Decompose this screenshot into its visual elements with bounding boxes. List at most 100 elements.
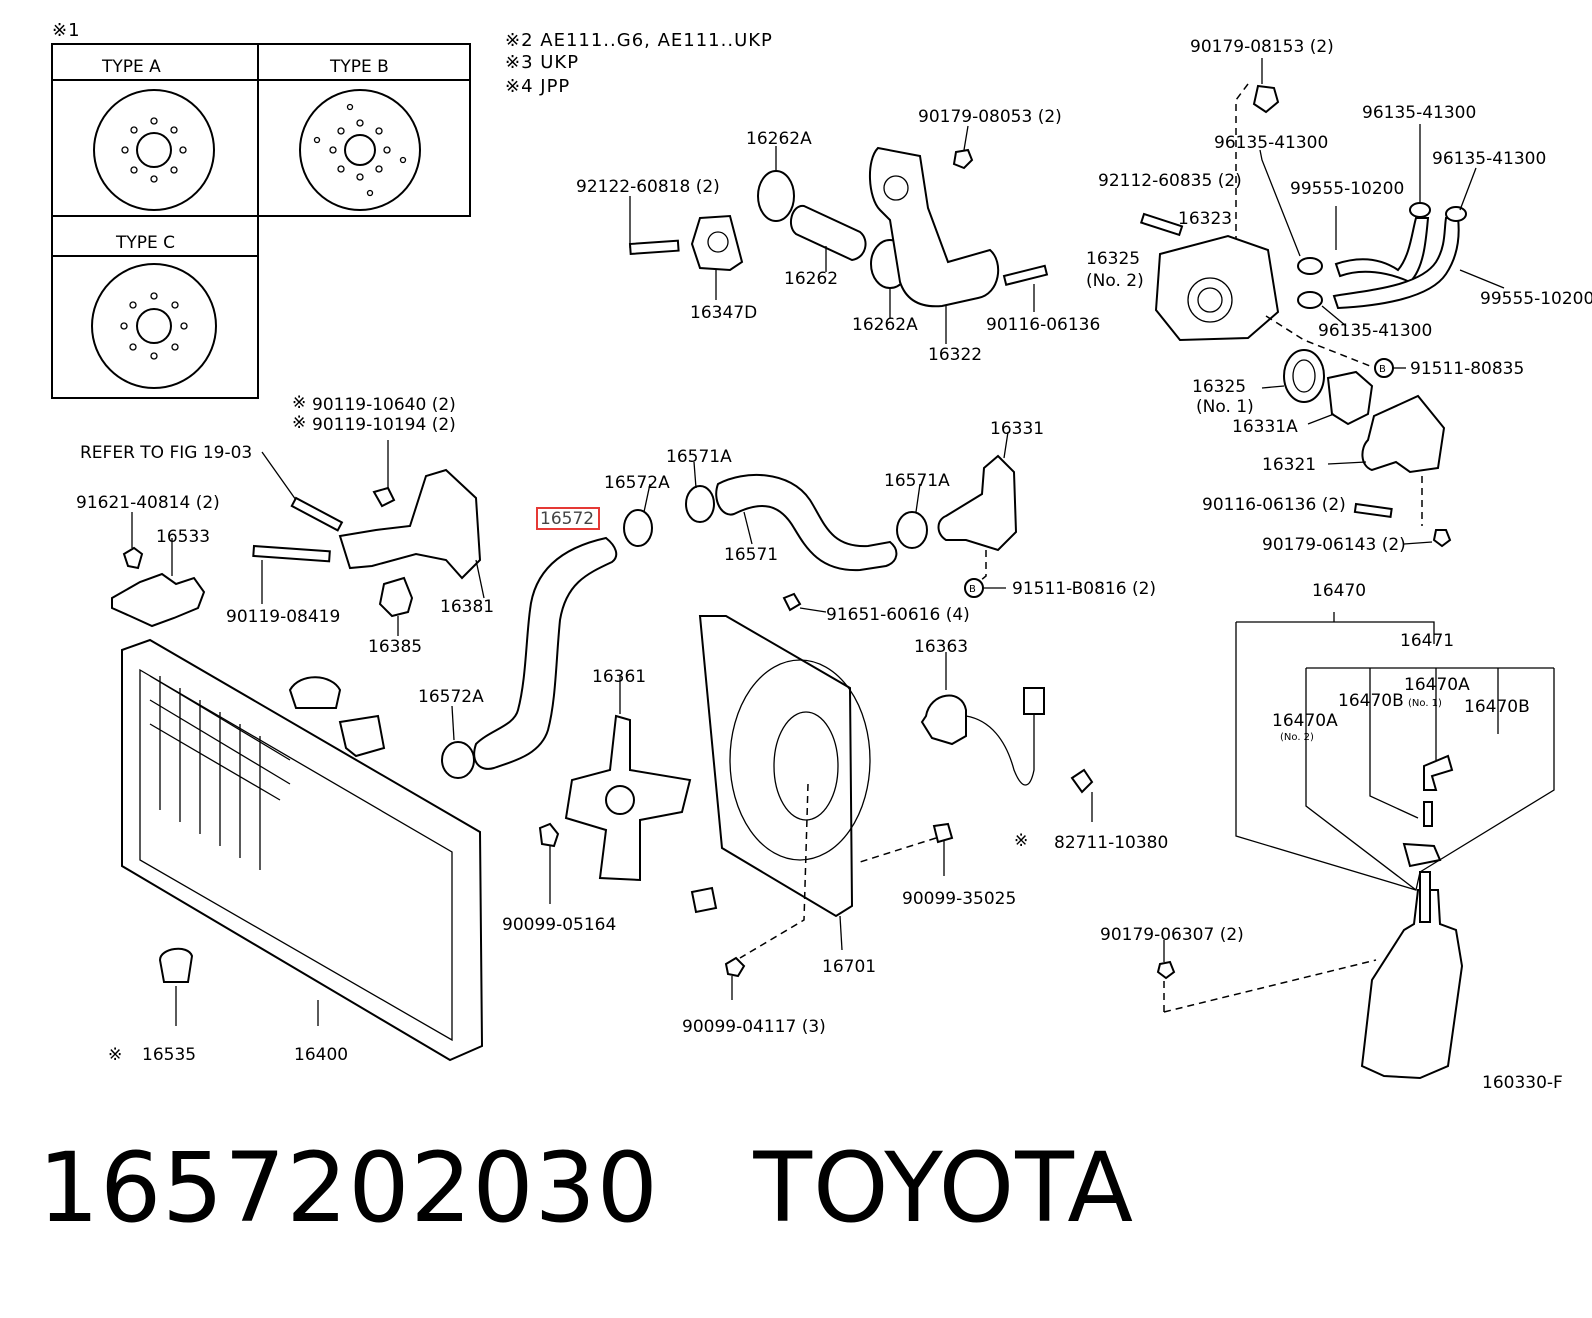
label-90119-10640: 90119-10640 (2) <box>312 395 456 415</box>
label-90179-06307: 90179-06307 (2) <box>1100 925 1244 945</box>
note-star2: ※2 AE111..G6, AE111..UKP <box>505 30 773 51</box>
label-16571A-b: 16571A <box>884 471 950 491</box>
label-refer: REFER TO FIG 19-03 <box>80 443 252 463</box>
label-91651-60616: 91651-60616 (4) <box>826 605 970 625</box>
type-table: ※1 TYPE A TYPE B TYPE C <box>51 20 471 399</box>
label-16331A: 16331A <box>1232 417 1298 437</box>
label-90179-08153: 90179-08153 (2) <box>1190 37 1334 57</box>
label-16400: 16400 <box>294 1045 348 1065</box>
label-16471: 16471 <box>1400 631 1454 651</box>
label-90116-06136-b: 90116-06136 (2) <box>1202 495 1346 515</box>
clip-82711 <box>1070 768 1094 794</box>
label-16262A-bottom: 16262A <box>852 315 918 335</box>
label-16347D: 16347D <box>690 303 757 323</box>
label-16361: 16361 <box>592 667 646 687</box>
clamp-96135-b <box>1297 291 1323 309</box>
wheel-type-c <box>91 263 217 389</box>
caption-part-number: 1657202030 <box>38 1132 659 1244</box>
nut-90099-05164 <box>538 822 560 848</box>
shroud-16701 <box>698 615 854 918</box>
label-16533: 16533 <box>156 527 210 547</box>
label-16325-no2-sub: (No. 2) <box>1086 271 1144 291</box>
label-16321: 16321 <box>1262 455 1316 475</box>
label-90099-35025: 90099-35025 <box>902 889 1016 909</box>
label-16470A-2: 16470A <box>1272 711 1338 731</box>
label-16571A-a: 16571A <box>666 447 732 467</box>
bolt-90119-10640 <box>372 486 396 508</box>
b-mark-2 <box>964 578 984 598</box>
fan-assembly <box>538 592 1094 1000</box>
gasket-16347D <box>690 214 744 272</box>
hose-16262 <box>789 204 867 262</box>
motor-16363 <box>920 694 967 746</box>
label-96135-41300-c: 96135-41300 <box>1432 149 1546 169</box>
outlet-16321 <box>1361 394 1446 474</box>
clamp-16572A-b <box>441 741 475 779</box>
bolt-91621 <box>122 546 144 570</box>
radiator-cap <box>288 676 342 709</box>
caption-brand: TOYOTA <box>753 1132 1135 1244</box>
clamp-16571A-b <box>896 511 928 549</box>
outlet-assembly: B <box>1139 58 1505 548</box>
label-16381: 16381 <box>440 597 494 617</box>
label-16572: 16572 <box>540 509 594 529</box>
label-16325-no2: 16325 <box>1086 249 1140 269</box>
label-16325-no1: 16325 <box>1192 377 1246 397</box>
stud-92122 <box>628 239 680 256</box>
clamp-96135-d <box>1445 206 1467 222</box>
label-91511-B0816: 91511-B0816 (2) <box>1012 579 1156 599</box>
part-labels: 90179-08153 (2) 96135-41300 90179-08053 … <box>76 37 1592 1093</box>
figure-code: 160330-F <box>1482 1073 1563 1093</box>
label-96135-41300-b: 96135-41300 <box>1214 133 1328 153</box>
cap-16471 <box>1402 842 1442 868</box>
label-star2: ※ <box>1014 831 1028 851</box>
radiator-hoses: B <box>441 431 1018 779</box>
nut-90179-08153 <box>1252 84 1280 114</box>
label-91511-80835: 91511-80835 <box>1410 359 1524 379</box>
label-16470A-no1: (No. 1) <box>1408 698 1442 709</box>
label-99555-10200-b: 99555-10200 <box>1480 289 1592 309</box>
label-90116-06136-a: 90116-06136 <box>986 315 1100 335</box>
clip-90179-06307 <box>1156 960 1176 980</box>
label-16470B-a: 16470B <box>1338 691 1404 711</box>
screw-91651 <box>782 592 802 612</box>
label-16385: 16385 <box>368 637 422 657</box>
note-star3: ※3 UKP <box>505 52 579 73</box>
hose-16572 <box>473 536 618 770</box>
wheel-type-a <box>93 89 215 211</box>
svg-text:B: B <box>969 584 976 595</box>
note-star1: ※1 <box>52 20 81 41</box>
stud-90116-06136 <box>1002 264 1049 286</box>
label-16470B-b: 16470B <box>1464 697 1530 717</box>
label-90179-08053: 90179-08053 (2) <box>918 107 1062 127</box>
gasket-16325-no1 <box>1283 349 1325 403</box>
label-16262A-top: 16262A <box>746 129 812 149</box>
clamp-96135-a <box>1297 257 1323 275</box>
connector-fan <box>690 886 718 914</box>
label-star1: ※ <box>108 1045 122 1065</box>
label-16470A-no2: (No. 2) <box>1280 732 1314 743</box>
label-82711-10380: 82711-10380 <box>1054 833 1168 853</box>
label-16572A-b: 16572A <box>418 687 484 707</box>
cushion-16385 <box>378 576 414 618</box>
radiator-16400 <box>121 638 484 1062</box>
clamp-16572A-a <box>623 509 653 547</box>
bracket-16381 <box>338 468 482 580</box>
inlet-assembly <box>628 125 1049 344</box>
bolt-90099-04117 <box>724 956 746 978</box>
hose-16470B <box>1423 754 1454 791</box>
label-star4: ※ <box>292 413 306 433</box>
clip-90099-35025 <box>932 822 954 844</box>
clamp-16571A-a <box>685 485 715 523</box>
pipe-16322 <box>868 146 999 308</box>
tank-neck <box>1419 871 1431 923</box>
highlight-box-16572 <box>536 507 600 530</box>
label-90099-04117: 90099-04117 (3) <box>682 1017 826 1037</box>
label-16572A-a: 16572A <box>604 473 670 493</box>
type-a-label: TYPE A <box>101 57 161 77</box>
tank-body <box>1360 889 1464 1080</box>
type-c-label: TYPE C <box>115 233 175 253</box>
label-90119-10194: 90119-10194 (2) <box>312 415 456 435</box>
label-96135-41300-a: 96135-41300 <box>1362 103 1476 123</box>
